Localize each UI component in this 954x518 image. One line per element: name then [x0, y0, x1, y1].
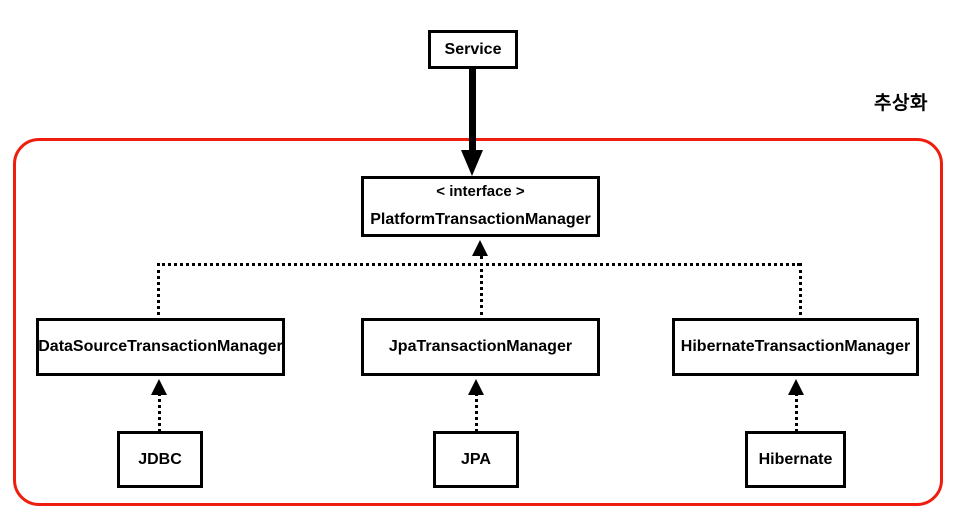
node-interface-stereotype: < interface >: [436, 182, 525, 200]
node-interface-label: PlatformTransactionManager: [370, 211, 591, 229]
connector-bus-drop-left: [157, 263, 160, 315]
node-jpa[interactable]: JPA: [433, 431, 519, 488]
node-jdbc-label: JDBC: [138, 450, 182, 468]
node-jpa-label: JPA: [461, 450, 491, 468]
abstraction-boundary-box: [13, 138, 943, 506]
node-jpa-transaction-manager-label: JpaTransactionManager: [388, 338, 573, 355]
connector-realization-bus: [157, 263, 800, 266]
connector-jdbc-to-datasource: [158, 392, 161, 440]
node-hibernate-transaction-manager-label: HibernateTransactionManager: [680, 338, 911, 355]
node-hibernate[interactable]: Hibernate: [745, 431, 846, 488]
connector-bus-drop-center: [480, 256, 483, 315]
connector-bus-drop-right: [799, 263, 802, 315]
node-datasource-transaction-manager-label: DataSourceTransactionManager: [38, 338, 283, 355]
node-service-label: Service: [444, 40, 502, 58]
connector-jpa-to-jpatm: [475, 392, 478, 440]
node-service[interactable]: Service: [428, 30, 518, 69]
arrowhead-jdbc-to-datasource: [151, 379, 167, 395]
arrowhead-service-to-interface: [461, 150, 483, 176]
node-hibernate-transaction-manager[interactable]: HibernateTransactionManager: [672, 318, 919, 376]
arrowhead-impls-to-interface: [472, 240, 488, 256]
connector-hibernate-to-hibernatetm: [795, 392, 798, 440]
connector-service-to-interface: [469, 68, 476, 154]
node-jpa-transaction-manager[interactable]: JpaTransactionManager: [361, 318, 600, 376]
arrowhead-hibernate-to-hibernatetm: [788, 379, 804, 395]
arrowhead-jpa-to-jpatm: [468, 379, 484, 395]
node-hibernate-label: Hibernate: [758, 450, 833, 468]
abstraction-boundary-label: 추상화: [874, 93, 928, 114]
node-platform-transaction-manager[interactable]: < interface > PlatformTransactionManager: [361, 176, 600, 237]
node-jdbc[interactable]: JDBC: [117, 431, 203, 488]
node-datasource-transaction-manager[interactable]: DataSourceTransactionManager: [36, 318, 285, 376]
